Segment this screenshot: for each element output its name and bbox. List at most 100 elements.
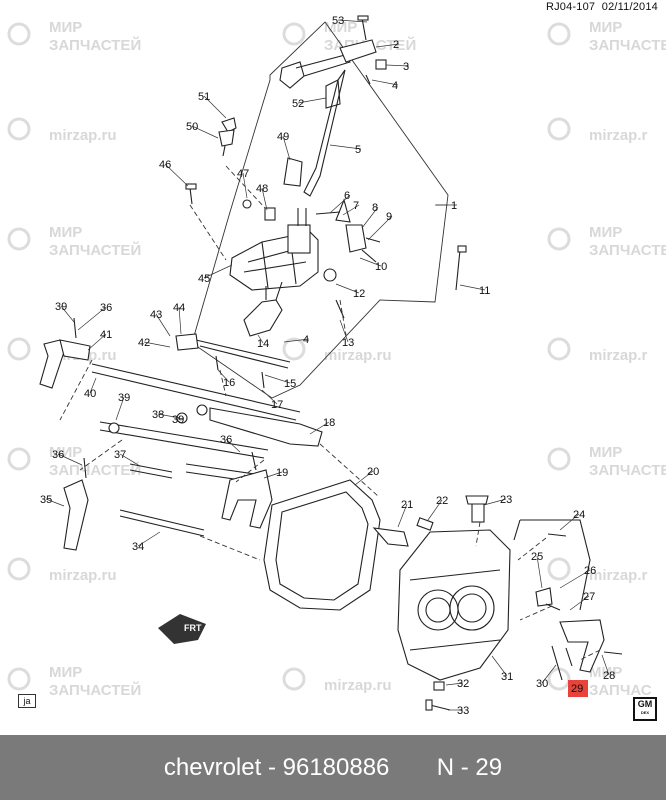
watermark-text: МИР (589, 444, 622, 461)
callout-leader-52 (297, 97, 327, 104)
callout-leader-7 (342, 204, 360, 216)
watermark-text: mirzap.r (589, 127, 648, 144)
part-caption: chevrolet - 96180886 N - 29 (164, 754, 502, 782)
watermark-text: МИР (589, 224, 622, 241)
watermark-text: mirzap.r (589, 567, 648, 584)
callout-leader-47 (242, 172, 248, 199)
watermark-text: ЗАПЧАСТЕЙ (49, 461, 141, 479)
watermark-text: МИР (49, 444, 82, 461)
callout-50: 50 (186, 121, 198, 133)
watermark-text: МИР (49, 664, 82, 681)
callout-43: 43 (150, 309, 162, 321)
callout-leader-26 (559, 569, 591, 589)
callout-13: 13 (342, 337, 354, 349)
shift-tower-housing (195, 198, 467, 389)
callout-41: 41 (100, 329, 112, 341)
watermark-pin-icon (7, 22, 31, 46)
watermark-pin-icon (547, 557, 571, 581)
assembly-frame (191, 21, 449, 399)
callout-26: 26 (584, 565, 596, 577)
callout-28: 28 (603, 670, 615, 682)
gm-logo-badge: GM DEX (633, 697, 657, 721)
callout-leader-46 (164, 163, 189, 187)
watermark-pin-icon (7, 447, 31, 471)
callout-42: 42 (138, 337, 150, 349)
callout-leader-37 (119, 453, 141, 467)
watermark-text: ЗАПЧАСТЕЙ (589, 36, 666, 54)
callout-leader-8 (361, 206, 379, 229)
callout-leader-48 (261, 187, 268, 211)
callout-23: 23 (500, 494, 512, 506)
callout-53: 53 (332, 15, 344, 27)
highlighted-callout-box (568, 680, 588, 697)
callout-40: 40 (84, 388, 96, 400)
callout-leader-38 (157, 413, 181, 419)
callout-30: 30 (536, 678, 548, 690)
callout-leader-40 (89, 377, 97, 394)
callout-20: 20 (367, 466, 379, 478)
callout-leader-3 (385, 64, 410, 67)
callout-36: 36 (100, 302, 112, 314)
callout-leader-11 (459, 284, 486, 291)
front-marker-label: FRT (184, 623, 202, 633)
callout-17: 17 (271, 399, 283, 411)
callout-leader-51 (203, 95, 227, 119)
callout-36: 36 (52, 449, 64, 461)
watermark-pin-icon (7, 557, 31, 581)
callout-36: 36 (220, 434, 232, 446)
callout-14: 14 (257, 338, 269, 350)
watermark-text: МИР (589, 19, 622, 36)
watermark-pin-icon (7, 337, 31, 361)
callout-31: 31 (501, 671, 513, 683)
callout-18: 18 (323, 417, 335, 429)
callout-leader-21 (397, 503, 408, 528)
callout-39: 39 (172, 414, 184, 426)
callout-leader-27 (569, 595, 590, 611)
callout-35: 35 (40, 494, 52, 506)
callout-51: 51 (198, 91, 210, 103)
callout-16: 16 (223, 377, 235, 389)
callout-leader-2 (375, 43, 400, 48)
callout-2: 2 (393, 39, 399, 51)
watermark-pin-icon (282, 337, 306, 361)
part-caption-bar: chevrolet - 96180886 N - 29 (0, 735, 666, 800)
callout-leader-39 (115, 396, 125, 421)
watermark-text: МИР (49, 224, 82, 241)
watermark-pin-icon (282, 667, 306, 691)
callout-leader-28 (601, 654, 610, 676)
callout-leader-41 (87, 333, 107, 351)
shift-lever-assembly (185, 15, 387, 221)
callout-leader-36 (77, 306, 107, 331)
callout-27: 27 (583, 591, 595, 603)
callout-leader-12 (335, 283, 360, 294)
callout-12: 12 (353, 288, 365, 300)
shift-rails-and-forks (39, 317, 323, 551)
callout-leader-44 (178, 306, 182, 335)
front-direction-marker: FRT (158, 614, 206, 644)
transfer-case-housing (372, 495, 623, 711)
callout-leader-39 (60, 305, 75, 323)
callout-19: 19 (276, 467, 288, 479)
watermark-pin-icon (547, 337, 571, 361)
callout-leader-45 (203, 264, 233, 279)
callout-leader-53 (337, 19, 368, 23)
callout-leader-4 (283, 338, 310, 343)
callout-leader-49 (282, 135, 291, 161)
callout-leader-18 (309, 421, 330, 435)
watermark-text: mirzap.ru (324, 677, 392, 694)
callout-46: 46 (159, 159, 171, 171)
callout-leader-13 (339, 319, 349, 343)
callout-leader-35 (45, 498, 65, 507)
callout-39: 39 (55, 301, 67, 313)
callout-4: 4 (392, 80, 398, 92)
watermark-text: ЗАПЧАСТЕЙ (49, 36, 141, 54)
callout-leader-14 (257, 334, 264, 344)
callout-leader-4 (371, 79, 399, 86)
watermark-pin-icon (7, 227, 31, 251)
watermark-pin-icon (547, 667, 571, 691)
callout-leader-31 (491, 655, 508, 677)
callout-9: 9 (386, 211, 392, 223)
callout-7: 7 (353, 200, 359, 212)
